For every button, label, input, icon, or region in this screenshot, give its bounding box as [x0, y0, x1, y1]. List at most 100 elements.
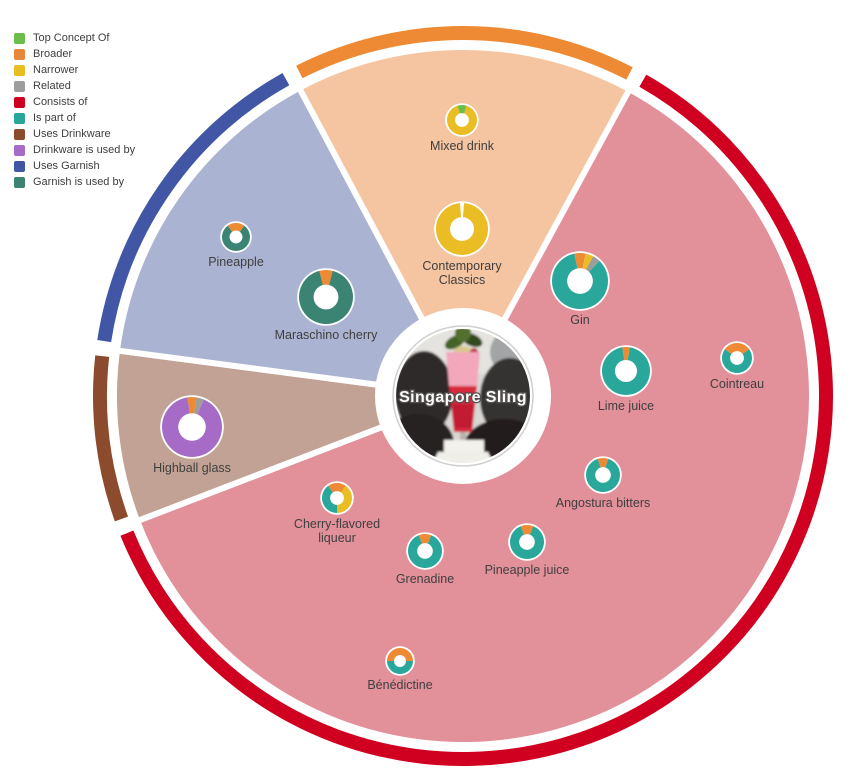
sector-uses-garnish	[113, 84, 466, 399]
node-gin[interactable]: Gin	[550, 251, 610, 327]
node-label: Classics	[439, 273, 486, 287]
donut-segment	[602, 347, 650, 395]
node-label: Angostura bitters	[556, 496, 651, 510]
node-label: Maraschino cherry	[275, 328, 379, 342]
legend-label: Garnish is used by	[33, 176, 125, 188]
legend-item-is-part-of: Is part of	[14, 113, 135, 124]
donut-segment	[222, 225, 251, 252]
donut-segment	[574, 253, 586, 270]
node-label: Cointreau	[710, 377, 764, 391]
donut-segment	[447, 105, 477, 135]
donut-hole	[417, 543, 433, 559]
donut-segment	[457, 105, 467, 115]
sector-arc-uses-drinkware	[93, 355, 129, 522]
donut-segment	[585, 256, 600, 273]
legend-item-top-concept-of: Top Concept Of	[14, 33, 135, 44]
legend-swatch-icon	[14, 49, 25, 60]
node-label: Pineapple	[208, 255, 264, 269]
legend-label: Related	[33, 80, 71, 92]
legend-item-garnish-is-used-by: Garnish is used by	[14, 177, 135, 188]
legend-label: Uses Drinkware	[33, 128, 111, 140]
legend-item-uses-garnish: Uses Garnish	[14, 161, 135, 172]
sector-arc-broader	[296, 26, 633, 80]
donut-segment	[520, 525, 534, 536]
legend-swatch-icon	[14, 97, 25, 108]
donut-hole	[595, 467, 611, 483]
node-benedictine[interactable]: Bénédictine	[367, 646, 433, 692]
legend-item-related: Related	[14, 81, 135, 92]
node-grenadine[interactable]: Grenadine	[396, 532, 454, 586]
node-label: Highball glass	[153, 461, 231, 475]
donut-segment	[187, 397, 197, 415]
legend-swatch-icon	[14, 113, 25, 124]
legend-item-narrower: Narrower	[14, 65, 135, 76]
legend-swatch-icon	[14, 129, 25, 140]
legend-swatch-icon	[14, 177, 25, 188]
donut-hole	[519, 534, 535, 550]
donut-segment	[586, 458, 621, 492]
legend-item-consists-of: Consists of	[14, 97, 135, 108]
legend-label: Top Concept Of	[33, 32, 110, 44]
donut-segment	[337, 485, 352, 513]
center-node[interactable]: Singapore Sling	[375, 308, 551, 484]
node-label: Bénédictine	[367, 678, 432, 692]
node-label: Gin	[570, 313, 590, 327]
legend-label: Uses Garnish	[33, 160, 100, 172]
donut-segment	[319, 270, 333, 286]
donut-segment	[227, 223, 245, 233]
legend-swatch-icon	[14, 145, 25, 156]
donut-segment	[510, 526, 544, 559]
legend-swatch-icon	[14, 65, 25, 76]
legend-swatch-icon	[14, 161, 25, 172]
donut-segment	[299, 270, 353, 324]
node-angostura-bitters[interactable]: Angostura bitters	[556, 456, 651, 510]
node-label: liqueur	[318, 531, 356, 545]
donut-hole	[394, 655, 406, 667]
legend-label: Drinkware is used by	[33, 144, 136, 156]
legend-label: Broader	[33, 48, 73, 60]
donut-segment	[622, 346, 630, 362]
node-mixed-drink[interactable]: Mixed drink	[430, 103, 495, 153]
donut-hole	[450, 217, 474, 241]
legend-item-uses-drinkware: Uses Drinkware	[14, 129, 135, 140]
node-label: Mixed drink	[430, 139, 495, 153]
node-highball-glass[interactable]: Highball glass	[153, 395, 231, 475]
node-cointreau[interactable]: Cointreau	[710, 341, 764, 391]
donut-hole	[614, 359, 638, 383]
center-label: Singapore Sling	[399, 389, 527, 406]
node-label: Lime juice	[598, 399, 654, 413]
donut-hole	[455, 113, 469, 127]
legend-label: Consists of	[33, 96, 88, 108]
donut-hole	[178, 413, 206, 441]
node-label: Pineapple juice	[485, 563, 570, 577]
donut-segment	[459, 203, 465, 219]
node-pineapple[interactable]: Pineapple	[208, 221, 264, 269]
node-lime-juice[interactable]: Lime juice	[598, 345, 654, 413]
donut-segment	[435, 203, 488, 255]
legend-swatch-icon	[14, 33, 25, 44]
donut-segment	[552, 253, 608, 310]
donut-segment	[194, 397, 204, 416]
node-maraschino-cherry[interactable]: Maraschino cherry	[275, 268, 379, 342]
donut-hole	[730, 351, 744, 365]
donut-segment	[328, 483, 346, 494]
donut-segment	[418, 534, 432, 545]
center-ring-inner-line	[392, 325, 534, 467]
node-label: Grenadine	[396, 572, 454, 586]
donut-segment	[387, 661, 413, 674]
sector-arc-uses-garnish	[97, 73, 290, 343]
donut-segment	[162, 397, 223, 457]
donut-hole	[229, 230, 243, 244]
donut-segment	[387, 648, 413, 661]
node-pineapple-juice[interactable]: Pineapple juice	[485, 523, 570, 577]
donut-segment	[722, 349, 753, 374]
sector-arc-consists-of	[120, 74, 833, 766]
donut-segment	[322, 485, 337, 513]
donut-segment	[408, 535, 442, 568]
donut-hole	[313, 284, 339, 310]
